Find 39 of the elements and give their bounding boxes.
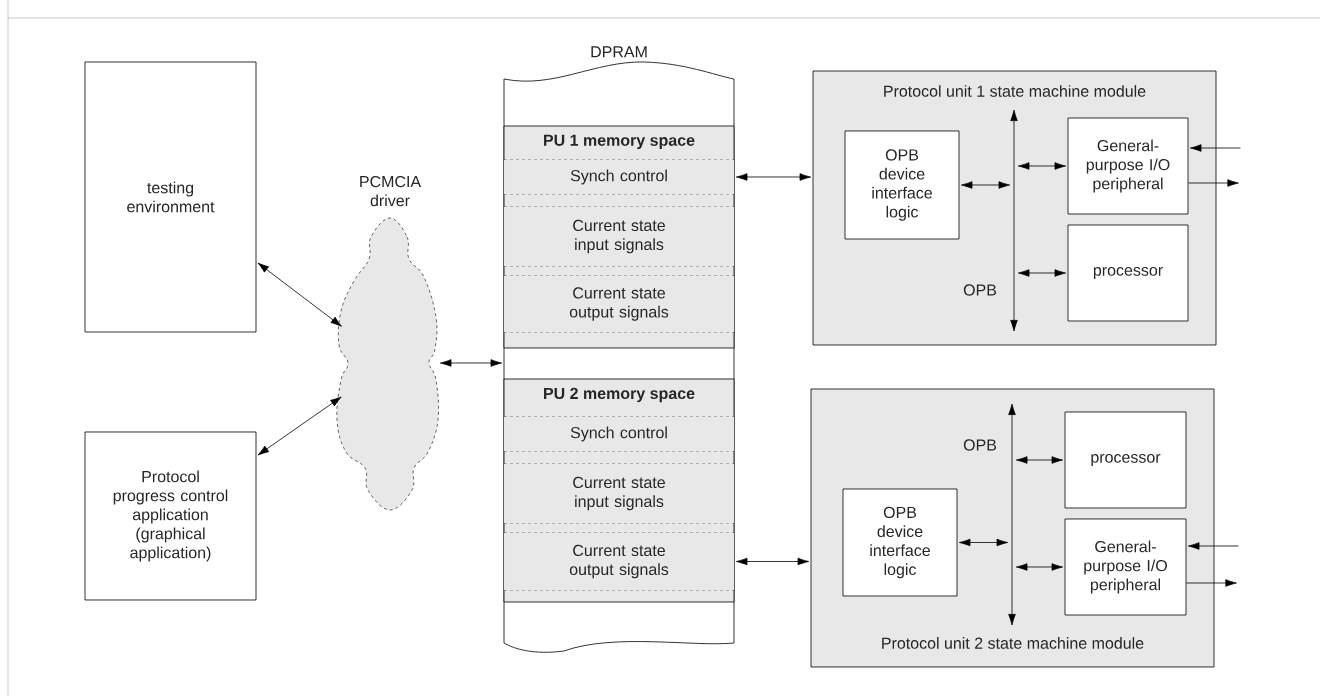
node-label: Current state output signals xyxy=(569,287,669,321)
node-label: Current state input signals xyxy=(573,219,665,254)
arrow xyxy=(961,181,1010,189)
column-heading: DPRAM xyxy=(591,46,647,58)
arrow xyxy=(736,173,811,181)
node-label: Current state input signals xyxy=(573,476,665,511)
block-box: processor xyxy=(1064,411,1187,509)
block-box: General-purpose I/O peripheral xyxy=(1064,518,1187,616)
arrow xyxy=(257,396,342,456)
block-box: OPB device interface logic xyxy=(844,130,960,240)
block-box: OPB device interface logic xyxy=(842,488,958,597)
block-box: General-purpose I/O peripheral xyxy=(1067,117,1189,215)
bus-label: OPB xyxy=(963,284,997,296)
node-label: Synch control xyxy=(570,426,667,442)
memory-row: Current state input signals xyxy=(503,206,735,267)
arrow xyxy=(1188,542,1239,550)
bus-label: OPB xyxy=(963,439,997,451)
arrow xyxy=(1190,144,1241,152)
arrow xyxy=(1188,179,1239,187)
arrow xyxy=(1018,269,1066,277)
arrow xyxy=(1186,579,1237,587)
arrow xyxy=(1018,162,1066,170)
memory-row: Current state input signals xyxy=(503,463,735,524)
cloud-label: PCMCIA driver xyxy=(360,175,422,207)
node-label: Synch control xyxy=(570,169,667,185)
arrow xyxy=(1016,563,1063,571)
arrow xyxy=(959,538,1008,547)
arrow xyxy=(736,557,809,566)
arrow xyxy=(257,262,342,327)
block-box: testing environment xyxy=(84,61,257,333)
memory-row: Current state output signals xyxy=(503,532,735,591)
arrow xyxy=(1016,456,1063,464)
memory-row: Current state output signals xyxy=(503,275,735,333)
block-box: Protocol progress control application (graphical application) xyxy=(84,431,257,601)
block-box: processor xyxy=(1067,224,1189,322)
memory-row: Synch control xyxy=(503,159,735,195)
node-label: Current state output signals xyxy=(569,544,669,579)
arrow xyxy=(440,359,502,367)
memory-row: Synch control xyxy=(503,416,735,452)
